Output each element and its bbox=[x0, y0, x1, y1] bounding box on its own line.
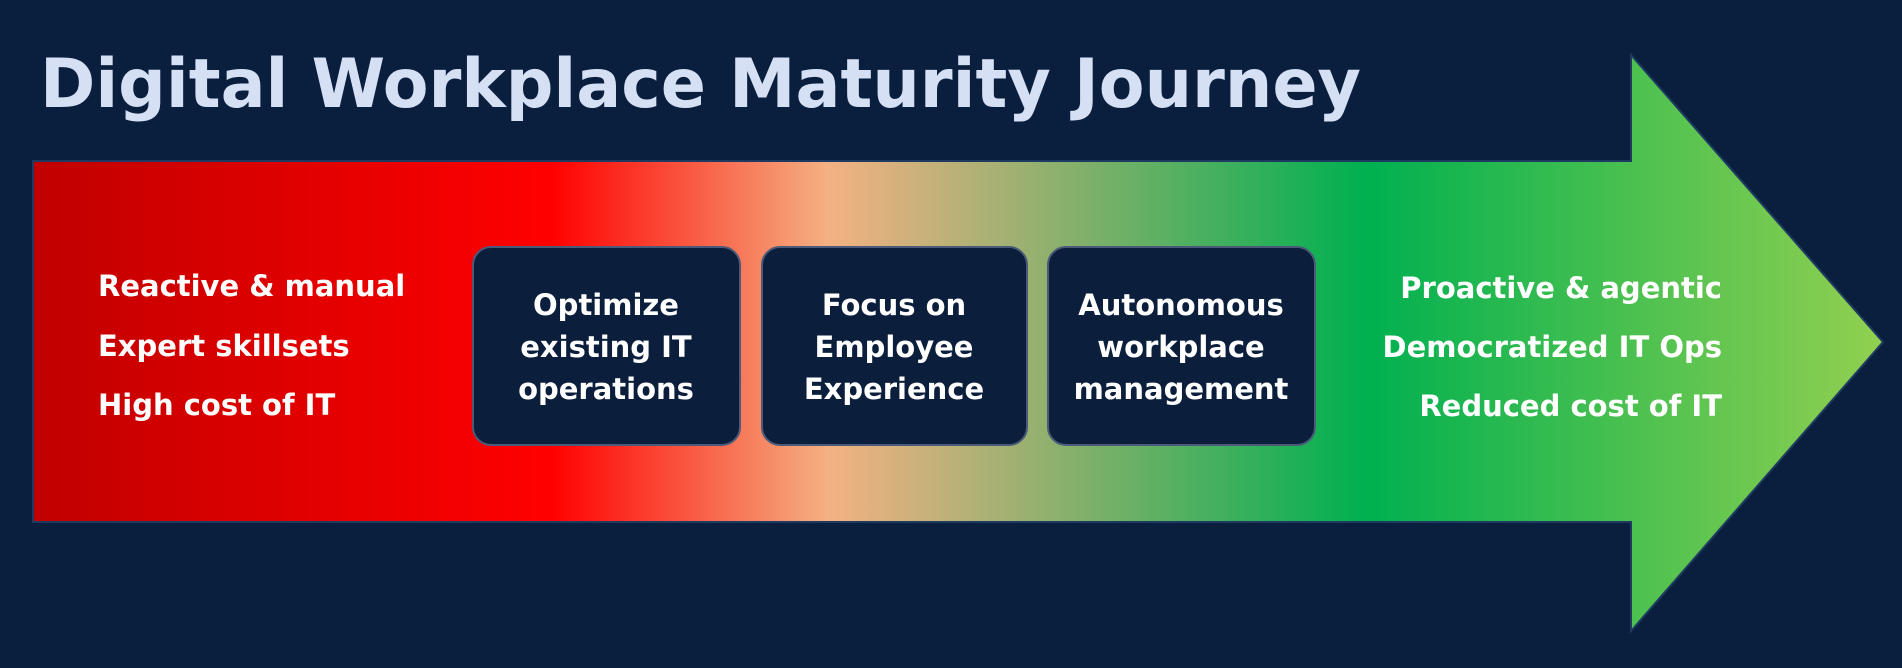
current-state-list: Reactive & manual Expert skillsets High … bbox=[98, 269, 405, 422]
stage-line: Focus on bbox=[822, 288, 966, 322]
stage-line: existing IT bbox=[520, 330, 692, 364]
stage-line: management bbox=[1074, 372, 1289, 406]
future-state-item: Reduced cost of IT bbox=[1419, 389, 1722, 423]
stage-box-2: Focus on Employee Experience bbox=[761, 246, 1028, 446]
stage-line: Employee bbox=[815, 330, 974, 364]
current-state-item: High cost of IT bbox=[98, 388, 335, 422]
current-state-item: Expert skillsets bbox=[98, 329, 350, 363]
stage-line: Optimize bbox=[533, 288, 679, 322]
future-state-item: Democratized IT Ops bbox=[1383, 330, 1723, 364]
future-state-item: Proactive & agentic bbox=[1400, 271, 1722, 305]
stage-line: Experience bbox=[804, 372, 984, 406]
stage-box-3: Autonomous workplace management bbox=[1047, 246, 1316, 446]
future-state-list: Proactive & agentic Democratized IT Ops … bbox=[1383, 271, 1723, 423]
stage-line: Autonomous bbox=[1078, 288, 1284, 322]
stage-line: operations bbox=[518, 372, 694, 406]
page-title: Digital Workplace Maturity Journey bbox=[40, 45, 1361, 124]
stage-box-1: Optimize existing IT operations bbox=[472, 246, 741, 446]
current-state-item: Reactive & manual bbox=[98, 269, 405, 303]
stage-line: workplace bbox=[1097, 330, 1264, 364]
